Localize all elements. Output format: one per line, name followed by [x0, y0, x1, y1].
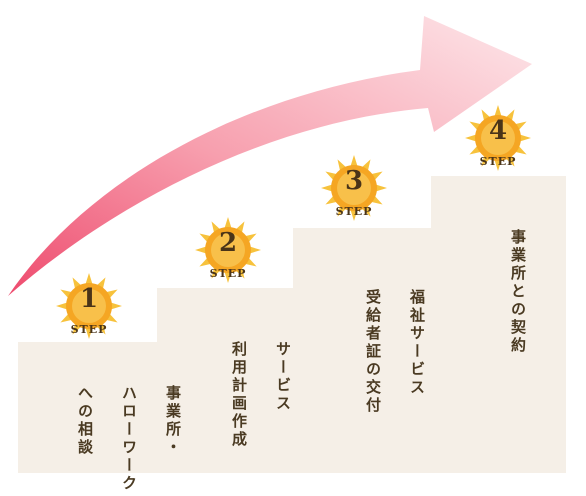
step-1-badge: 1 STEP	[51, 270, 127, 346]
step-4-line-1: 事業所との契約	[509, 228, 527, 355]
step-2-label: STEP	[209, 267, 247, 280]
step-2-text: サービス 利用計画作成	[206, 308, 316, 449]
step-2-badge: 2 STEP	[190, 214, 266, 290]
step-4-badge: 4 STEP	[460, 102, 536, 178]
sun-icon	[465, 105, 531, 171]
step-3-line-1: 福祉サービス	[408, 288, 426, 397]
step-1-text: 事業所・ ハローワーク への相談	[52, 352, 206, 493]
step-2-line-2: 利用計画作成	[230, 340, 248, 449]
step-1-block	[18, 342, 158, 473]
sun-icon	[195, 217, 261, 283]
step-3-text: 福祉サービス 受給者証の交付	[340, 256, 450, 415]
step-4-label: STEP	[479, 155, 517, 168]
step-1-number: 1	[79, 284, 99, 314]
sun-icon	[56, 273, 122, 339]
step-3-number: 3	[344, 166, 364, 196]
step-2-number: 2	[218, 228, 238, 258]
step-1-line-1: 事業所・	[164, 384, 182, 457]
step-2-line-1: サービス	[274, 340, 292, 413]
step-3-block	[293, 228, 433, 473]
step-4-block	[431, 176, 566, 473]
step-1-line-3: への相談	[76, 384, 94, 457]
step-1-line-2: ハローワーク	[120, 384, 138, 493]
step-3-badge: 3 STEP	[316, 152, 392, 228]
step-2-block	[157, 288, 295, 473]
sun-icon	[321, 155, 387, 221]
step-1-label: STEP	[70, 323, 108, 336]
step-3-line-2: 受給者証の交付	[364, 288, 382, 415]
step-3-label: STEP	[335, 205, 373, 218]
step-4-number: 4	[488, 116, 508, 146]
step-4-text: 事業所との契約	[485, 196, 551, 355]
